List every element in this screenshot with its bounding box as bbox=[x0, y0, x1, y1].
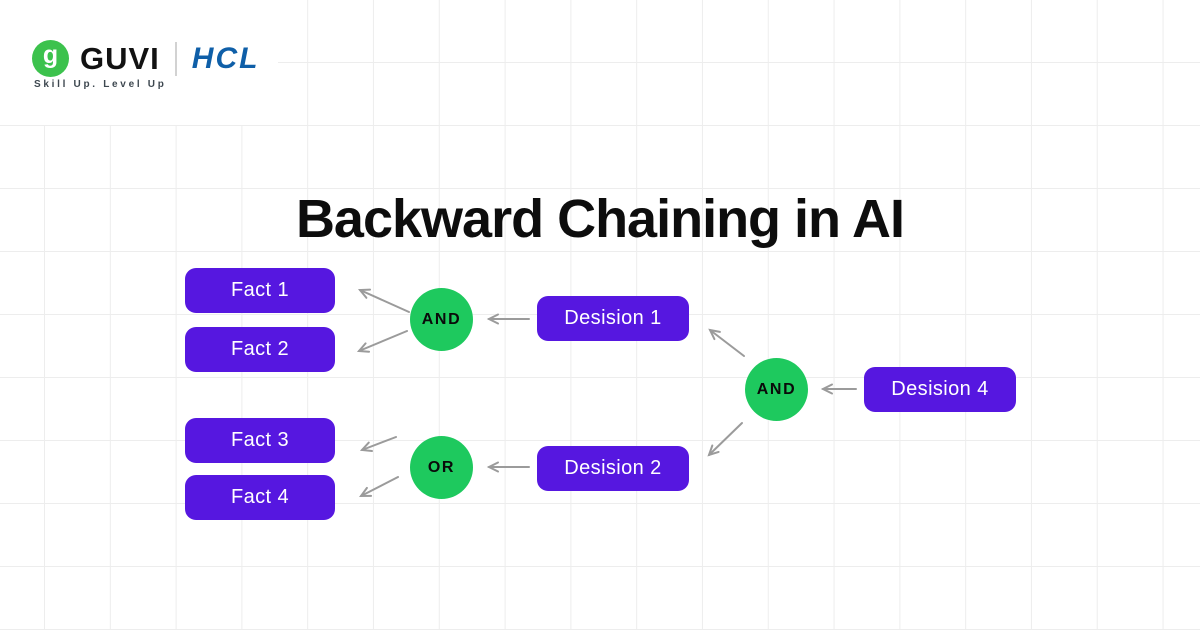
fact-4-node: Fact 4 bbox=[185, 475, 335, 520]
decision-2-node: Desision 2 bbox=[537, 446, 689, 491]
guvi-wordmark: GUVI bbox=[80, 40, 160, 76]
decision-4-node: Desision 4 bbox=[864, 367, 1016, 412]
fact-3-node: Fact 3 bbox=[185, 418, 335, 463]
fact-1-node: Fact 1 bbox=[185, 268, 335, 313]
and-gate-left-node: AND bbox=[410, 288, 473, 351]
decision-1-node: Desision 1 bbox=[537, 296, 689, 341]
page-title: Backward Chaining in AI bbox=[295, 189, 905, 250]
or-gate-node: OR bbox=[410, 436, 473, 499]
and-gate-right-node: AND bbox=[745, 358, 808, 421]
brand-header: g GUVI HCL bbox=[32, 40, 259, 77]
fact-2-node: Fact 2 bbox=[185, 327, 335, 372]
guvi-logo-icon: g bbox=[32, 40, 69, 77]
logo-divider bbox=[174, 41, 177, 76]
hcl-wordmark: HCL bbox=[191, 41, 260, 75]
guvi-logo-glyph: g bbox=[42, 41, 59, 69]
brand-tagline: Skill Up. Level Up bbox=[34, 79, 167, 90]
